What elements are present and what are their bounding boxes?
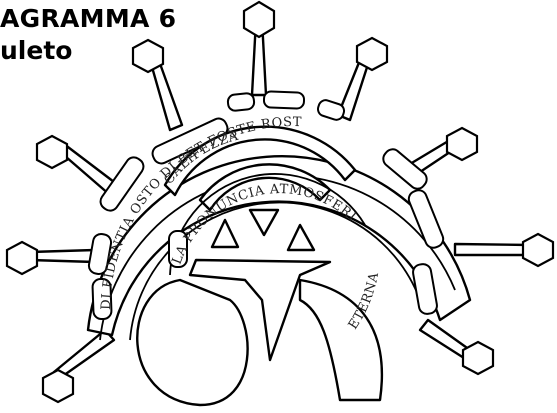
triangle-left: [212, 220, 238, 247]
hex-east: [523, 234, 553, 266]
figure-subtitle: uleto: [0, 36, 72, 65]
triangle-right: [288, 225, 314, 250]
hex-se: [463, 342, 493, 374]
spoke-west: [30, 250, 95, 262]
hex-ne: [447, 128, 477, 160]
lower-swirl: [137, 280, 247, 405]
figure-title: AGRAMMA 6: [0, 4, 176, 33]
triangles: [212, 210, 314, 250]
slot-3: [316, 98, 346, 121]
spoke-sw: [54, 330, 114, 378]
spoke-east: [455, 244, 530, 255]
hex-nnw: [133, 40, 163, 72]
hex-nne: [357, 38, 387, 70]
triangle-top: [250, 210, 278, 235]
hex-north: [244, 2, 274, 37]
slot-1: [227, 93, 255, 112]
hex-sw: [43, 370, 73, 402]
hex-nw: [37, 136, 67, 168]
hex-west: [7, 242, 37, 274]
slot-2: [264, 91, 305, 108]
